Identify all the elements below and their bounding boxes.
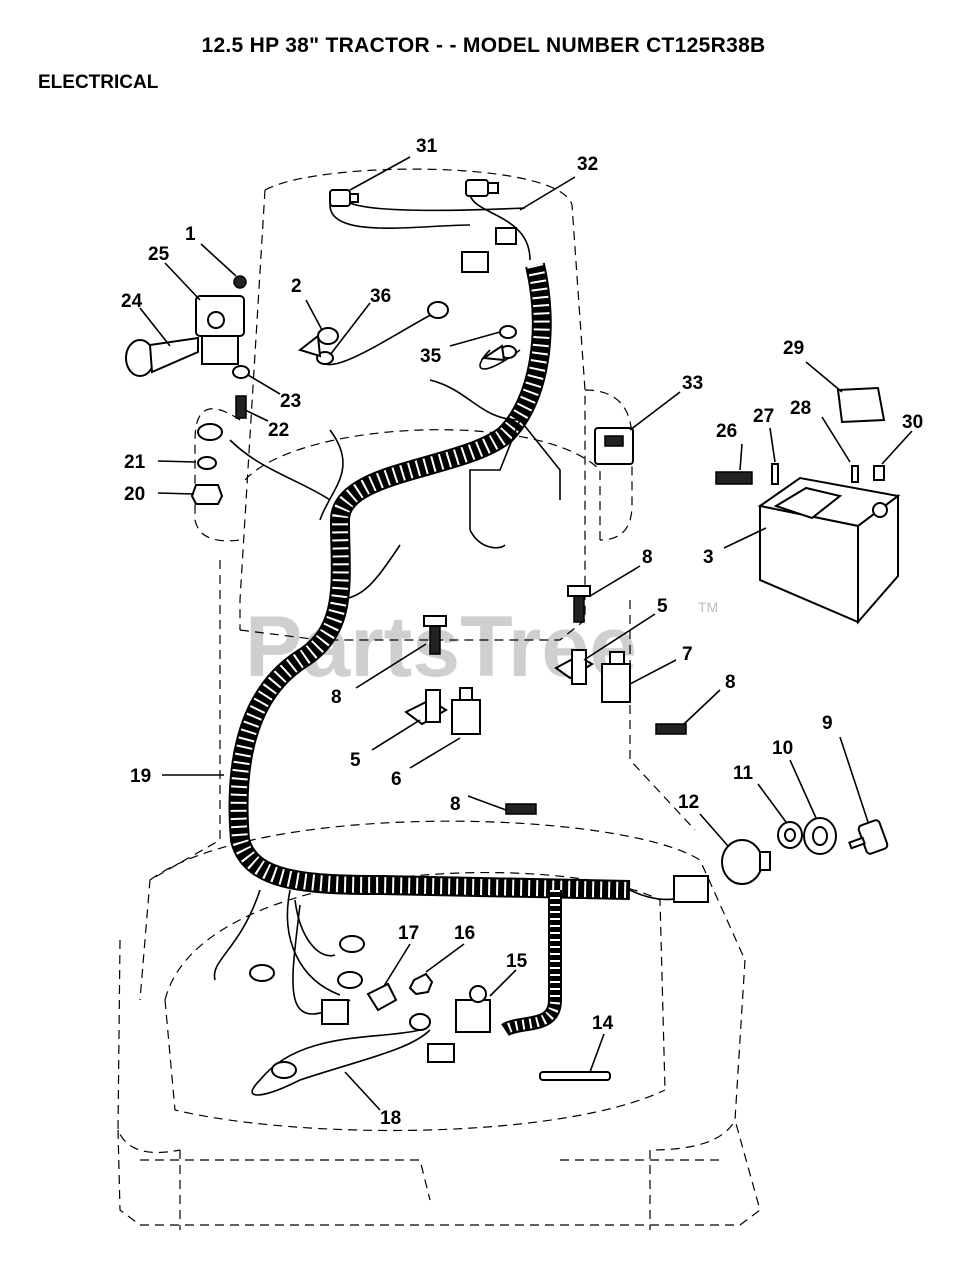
part-18-terminals	[249, 935, 431, 1079]
part-32-harness-connector	[461, 227, 517, 273]
callout-5-right: 5	[657, 596, 668, 617]
callout-36: 36	[370, 286, 391, 307]
callout-26: 26	[716, 421, 737, 442]
part-2-36-terminals	[297, 301, 449, 365]
part-6-7-switches	[451, 651, 631, 735]
callout-8-top: 8	[642, 547, 653, 568]
part-15-17-16-lower	[321, 972, 491, 1063]
callout-17: 17	[398, 923, 419, 944]
callout-20: 20	[124, 484, 145, 505]
part-26-27-28-30-hardware	[715, 463, 885, 485]
callout-16: 16	[454, 923, 475, 944]
leader-lines	[139, 156, 913, 1111]
callout-3: 3	[703, 547, 714, 568]
callout-22: 22	[268, 420, 289, 441]
part-24-boot	[125, 336, 199, 377]
callout-9: 9	[822, 713, 833, 734]
tractor-outline	[117, 168, 761, 1230]
callout-11: 11	[733, 763, 754, 784]
callout-32: 32	[577, 154, 598, 175]
callout-19: 19	[130, 766, 151, 787]
part-35-terminal	[481, 325, 517, 362]
callout-1: 1	[185, 224, 196, 245]
callout-2: 2	[291, 276, 302, 297]
part-23-22-washer-bolt	[232, 365, 250, 419]
part-5-brackets	[404, 649, 594, 726]
part-29-pad	[836, 386, 886, 424]
callout-5-left: 5	[350, 750, 361, 771]
callout-25: 25	[148, 244, 170, 265]
callout-8-right: 8	[725, 672, 736, 693]
section-title: ELECTRICAL	[38, 72, 159, 93]
callout-8-left: 8	[331, 687, 342, 708]
page-title: 12.5 HP 38" TRACTOR - - MODEL NUMBER CT1…	[201, 34, 766, 57]
callout-33: 33	[682, 373, 703, 394]
part-8-bolts	[423, 585, 687, 815]
part-9-key	[848, 819, 889, 855]
wire-harness	[228, 262, 631, 1037]
part-25-solenoid	[195, 275, 247, 365]
part-3-battery	[757, 476, 901, 625]
callout-6: 6	[391, 769, 402, 790]
callout-31: 31	[416, 136, 438, 157]
part-12-ignition-switch	[673, 839, 771, 903]
part-10-11-nut-washer	[777, 817, 837, 855]
callout-12: 12	[678, 792, 699, 813]
callout-29: 29	[783, 338, 804, 359]
callout-30: 30	[902, 412, 923, 433]
callout-23: 23	[280, 391, 301, 412]
part-14-tie	[539, 1071, 611, 1081]
callout-28: 28	[790, 398, 811, 419]
watermark-tm: TM	[698, 599, 718, 615]
callout-27: 27	[753, 406, 774, 427]
callout-24: 24	[121, 291, 143, 312]
part-31-bulbs	[329, 179, 499, 207]
callout-21: 21	[124, 452, 146, 473]
callout-7: 7	[682, 644, 693, 665]
callout-35: 35	[420, 346, 442, 367]
callout-15: 15	[506, 951, 528, 972]
callout-18: 18	[380, 1108, 401, 1129]
callout-14: 14	[592, 1013, 614, 1034]
part-21-20-washer-nut	[190, 423, 224, 505]
callout-labels: 31 32 1 25 24 2 36 35 23 22 21 20 33 29 …	[121, 136, 923, 1129]
callout-10: 10	[772, 738, 793, 759]
callout-8-bottom: 8	[450, 794, 461, 815]
part-33-switch	[594, 427, 634, 465]
